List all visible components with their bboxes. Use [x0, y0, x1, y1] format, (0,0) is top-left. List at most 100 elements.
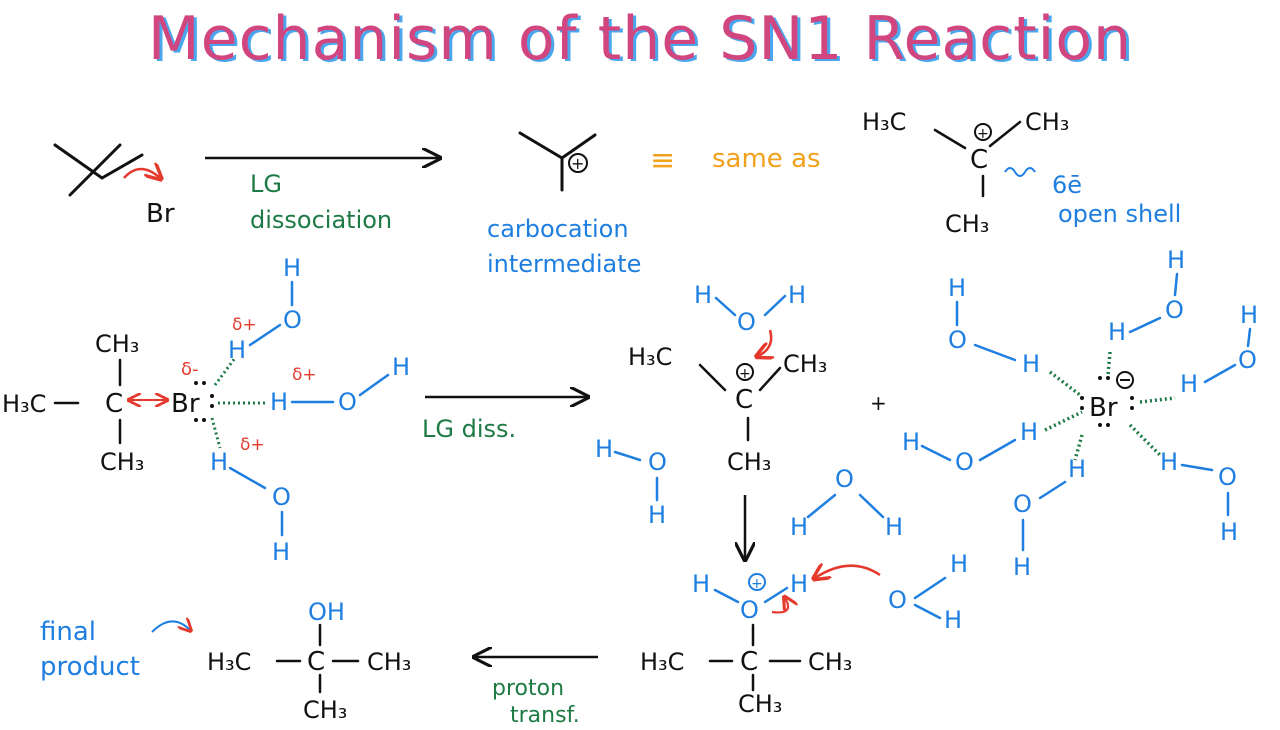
svg-text:CH₃: CH₃ — [808, 648, 852, 676]
leaving-group-curved-arrow — [123, 169, 160, 178]
water-molecule: H O H — [595, 435, 667, 529]
svg-text:H₃C: H₃C — [862, 108, 906, 136]
svg-text:H: H — [1108, 318, 1126, 346]
svg-text:δ-: δ- — [181, 359, 199, 380]
svg-text:+: + — [751, 576, 763, 592]
oxonium-intermediate: H H O + H₃C C CH₃ CH₃ — [640, 570, 852, 718]
svg-text:+: + — [739, 366, 751, 382]
svg-text:Br: Br — [1089, 393, 1118, 423]
carbocation-label: carbocation — [487, 215, 629, 243]
svg-text:H: H — [595, 435, 613, 463]
water-molecule: H O H — [902, 418, 1038, 476]
svg-text:H₃C: H₃C — [628, 343, 672, 371]
svg-text:CH₃: CH₃ — [95, 330, 139, 358]
svg-text:O: O — [648, 448, 667, 476]
equivalence-sign: ≡ — [650, 143, 675, 178]
svg-text:H: H — [272, 538, 290, 566]
lg-diss-label: LG diss. — [422, 415, 516, 443]
product-label: product — [40, 652, 140, 682]
svg-text:C: C — [740, 647, 758, 677]
svg-text:H: H — [392, 353, 410, 381]
svg-text:H: H — [1240, 301, 1258, 329]
svg-text:H: H — [1220, 518, 1238, 546]
svg-text:C: C — [105, 389, 123, 419]
svg-text:O: O — [1218, 463, 1237, 491]
svg-text:O: O — [737, 308, 756, 336]
water-molecule: H O H — [1160, 448, 1238, 546]
svg-text:H: H — [1068, 455, 1086, 483]
svg-text:Br: Br — [171, 389, 200, 419]
water-attacking-carbocation: H H O — [694, 281, 806, 356]
water-molecule: O H H — [790, 465, 903, 541]
svg-text:O: O — [283, 306, 302, 334]
svg-text:H: H — [692, 570, 710, 598]
svg-text:H₃C: H₃C — [640, 648, 684, 676]
six-electron-label: 6ē — [1052, 171, 1082, 199]
transf-label: transf. — [510, 703, 580, 728]
product-pointer-arrow — [151, 621, 190, 632]
svg-text:H: H — [1020, 418, 1038, 446]
tert-butanol-product: OH H₃C C CH₃ CH₃ — [207, 598, 411, 724]
svg-text:C: C — [735, 385, 753, 415]
carbocation-skeletal: + — [518, 131, 597, 192]
svg-text:H: H — [228, 336, 246, 364]
svg-text:C: C — [970, 145, 988, 175]
water-molecule: H O H — [1013, 455, 1086, 581]
svg-text:C: C — [307, 647, 325, 677]
svg-text:H: H — [788, 281, 806, 309]
proton-label: proton — [492, 676, 564, 701]
lg-label: LG — [250, 170, 282, 198]
carbocation-expanded: H₃C CH₃ C CH₃ + 6ē open shell — [862, 108, 1181, 238]
open-shell-label: open shell — [1058, 200, 1181, 228]
svg-text:CH₃: CH₃ — [367, 648, 411, 676]
svg-text:δ+: δ+ — [240, 435, 265, 455]
svg-text:CH₃: CH₃ — [100, 448, 144, 476]
svg-text:O: O — [955, 448, 974, 476]
final-label: final — [40, 617, 96, 647]
bromine-label: Br — [146, 199, 175, 229]
svg-text:H: H — [944, 606, 962, 634]
svg-text:O: O — [740, 596, 759, 624]
svg-text:H: H — [948, 274, 966, 302]
svg-text:CH₃: CH₃ — [303, 696, 347, 724]
solvated-tert-butyl-bromide: CH₃ H₃C C CH₃ Br δ- — [2, 330, 265, 476]
carbocation-plus: + — [571, 154, 584, 173]
svg-text:H: H — [1180, 370, 1198, 398]
svg-text:H: H — [270, 388, 288, 416]
svg-text:O: O — [1165, 296, 1184, 324]
svg-text:CH₃: CH₃ — [727, 448, 771, 476]
svg-text:O: O — [1013, 490, 1032, 518]
svg-text:CH₃: CH₃ — [738, 690, 782, 718]
carbocation-center: H₃C CH₃ C CH₃ + — [628, 343, 827, 476]
svg-text:O: O — [948, 326, 967, 354]
svg-text:CH₃: CH₃ — [783, 350, 827, 378]
svg-text:H: H — [1022, 350, 1040, 378]
water-molecule: H O H — [1180, 301, 1258, 398]
svg-text:H: H — [902, 428, 920, 456]
same-as-label: same as — [712, 144, 821, 174]
svg-text:H: H — [694, 281, 712, 309]
svg-text:H₃C: H₃C — [2, 390, 46, 418]
water-molecule: H O H — [1108, 246, 1185, 346]
svg-text:CH₃: CH₃ — [1025, 108, 1069, 136]
svg-text:δ+: δ+ — [232, 315, 257, 335]
water-molecule: H O H δ+ — [270, 353, 410, 416]
svg-text:H: H — [1013, 553, 1031, 581]
water-molecule: H O H δ+ — [228, 254, 302, 364]
svg-text:H: H — [790, 513, 808, 541]
solvated-bromide-ion: Br — [1044, 351, 1176, 461]
svg-text:H: H — [210, 448, 228, 476]
svg-text:H: H — [1160, 448, 1178, 476]
svg-text:O: O — [272, 483, 291, 511]
svg-text:O: O — [835, 465, 854, 493]
svg-text:H: H — [1167, 246, 1185, 274]
water-molecule: H O H — [948, 274, 1040, 378]
svg-text:H₃C: H₃C — [207, 648, 251, 676]
svg-text:+: + — [977, 126, 989, 142]
svg-text:H: H — [648, 501, 666, 529]
svg-text:H: H — [885, 513, 903, 541]
svg-text:H: H — [950, 550, 968, 578]
svg-text:OH: OH — [308, 598, 345, 626]
tert-butyl-bromide-skeletal: Br — [53, 143, 175, 229]
